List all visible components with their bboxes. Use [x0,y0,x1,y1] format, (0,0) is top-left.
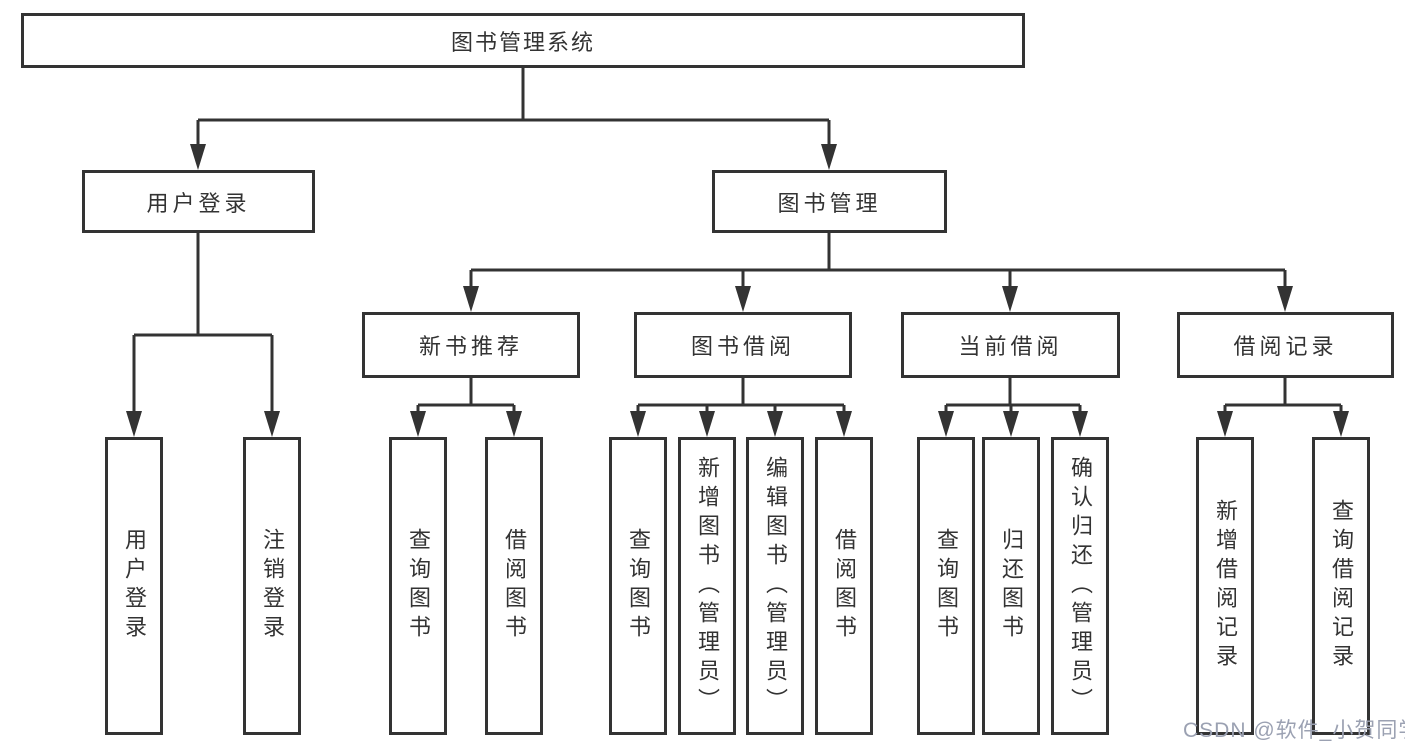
leaf-return-books: 归还图书 [982,437,1040,735]
leaf-query-books-recommend: 查询图书 [389,437,447,735]
leaf-edit-books-admin: 编辑图书（管理员） [746,437,804,735]
node-book-management: 图书管理 [712,170,947,233]
node-current-borrowing: 当前借阅 [901,312,1120,378]
leaf-user-login: 用户登录 [105,437,163,735]
csdn-watermark: CSDN @软件_小贺同学 [1183,719,1405,742]
leaf-borrow-books: 借阅图书 [815,437,873,735]
node-borrowing-records: 借阅记录 [1177,312,1394,378]
node-book-borrowing: 图书借阅 [634,312,852,378]
leaf-query-books-current: 查询图书 [917,437,975,735]
leaf-borrow-books-recommend: 借阅图书 [485,437,543,735]
leaf-query-books-borrow: 查询图书 [609,437,667,735]
node-new-book-recommendation: 新书推荐 [362,312,580,378]
leaf-add-books-admin: 新增图书（管理员） [678,437,736,735]
leaf-add-borrow-record: 新增借阅记录 [1196,437,1254,735]
node-library-management-system: 图书管理系统 [21,13,1025,68]
node-user-login: 用户登录 [82,170,315,233]
leaf-query-borrow-record: 查询借阅记录 [1312,437,1370,735]
leaf-logout: 注销登录 [243,437,301,735]
leaf-confirm-return-admin: 确认归还（管理员） [1051,437,1109,735]
